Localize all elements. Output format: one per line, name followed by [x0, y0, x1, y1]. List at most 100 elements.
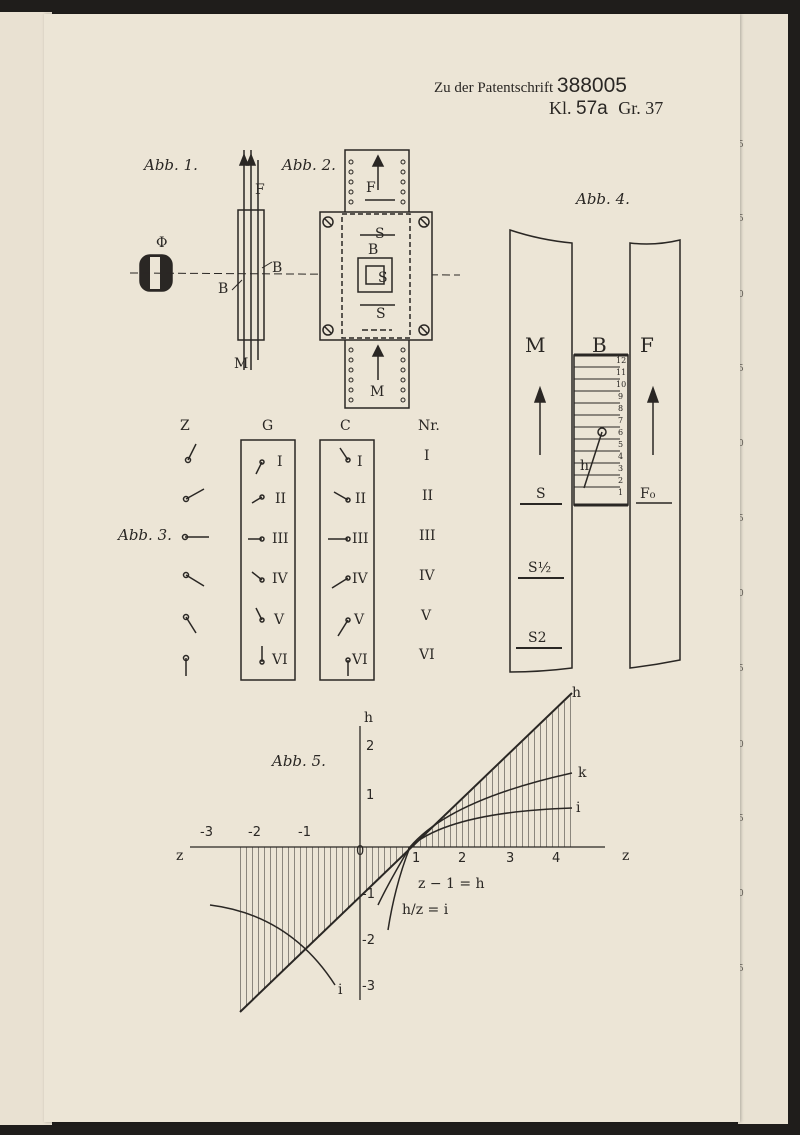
curve-i-positive [387, 807, 573, 931]
class-prefix: Kl. [549, 98, 572, 118]
figure-abb3-c-column [319, 439, 375, 681]
curve-i-negative [209, 904, 336, 986]
column-header: Nr. [418, 418, 440, 434]
label-h: h [580, 458, 589, 474]
x-tick: 0 [356, 844, 364, 859]
curve-label-i: i [576, 800, 581, 816]
y-tick-labels: 2 1 -1 -2 -3 [362, 739, 375, 994]
y-tick: 2 [366, 739, 374, 754]
margin-number: 0 [738, 740, 744, 750]
margin-number: 5 [738, 964, 744, 974]
label-f: F [366, 180, 376, 196]
y-tick: -2 [362, 933, 375, 948]
roman-numeral: II [355, 491, 366, 507]
y-tick: 1 [366, 788, 374, 803]
figure-abb5-graph [190, 692, 605, 1013]
label-f0: F₀ [640, 486, 656, 502]
roman-numeral: I [424, 448, 430, 464]
margin-number: 0 [738, 889, 744, 899]
roman-numerals-g: I II III IV V VI [271, 454, 289, 668]
x-tick: -3 [200, 825, 213, 840]
curve-label-h: h [572, 685, 581, 701]
film-strip-m [509, 228, 573, 673]
roman-numeral: II [422, 488, 433, 504]
film-strip-f [629, 239, 681, 669]
caption-abb3: Abb. 3. [118, 526, 172, 544]
figure-abb4 [509, 228, 681, 673]
roman-numeral: IV [419, 568, 436, 584]
caption-abb5: Abb. 5. [272, 752, 326, 770]
scale-number: 3 [618, 464, 623, 473]
margin-number: 5 [738, 664, 744, 674]
film-gate-plate [319, 211, 433, 341]
scale-number: 4 [618, 452, 623, 461]
scale-numbers: 12 11 10 9 8 7 6 5 4 3 2 1 [616, 356, 626, 497]
margin-number: 5 [738, 514, 744, 524]
roman-numeral: V [273, 612, 285, 628]
label-b: B [592, 333, 607, 357]
margin-number: 5 [738, 214, 744, 224]
roman-numerals-c: I II III IV V VI [351, 454, 369, 668]
x-tick: 1 [412, 851, 420, 866]
margin-number: 0 [738, 589, 744, 599]
patent-header-line1: Zu der Patentschrift 388005 [434, 74, 627, 98]
drawings: Φ F B B M [129, 149, 681, 1013]
header-prefix: Zu der Patentschrift [434, 80, 554, 96]
roman-numeral: I [357, 454, 363, 470]
equation-i: h/z = i [402, 902, 449, 918]
label-b: B [218, 281, 228, 297]
x-tick-labels: -3 -2 -1 0 1 2 3 4 [200, 825, 560, 866]
label-s-half: S½ [528, 560, 551, 576]
equation-h: z − 1 = h [418, 876, 485, 892]
label-b: B [368, 242, 378, 258]
column-header: C [340, 418, 351, 434]
x-tick: 3 [506, 851, 514, 866]
scale-number: 10 [616, 380, 626, 389]
label-s: S [376, 306, 386, 322]
roman-numeral: VI [271, 652, 288, 668]
label-s2: S2 [528, 630, 547, 646]
margin-number: 5 [738, 814, 744, 824]
figure-abb3-g-column [240, 439, 296, 681]
x-tick: 2 [458, 851, 466, 866]
label-s: S [375, 226, 385, 242]
y-tick: -3 [362, 979, 375, 994]
patent-group: Gr. 37 [618, 98, 664, 118]
roman-numeral: IV [352, 571, 369, 587]
scale-number: 6 [618, 428, 623, 437]
roman-numeral: III [419, 528, 436, 544]
x-axis-label: z [622, 848, 629, 864]
x-tick: -2 [248, 825, 261, 840]
caption-abb2: Abb. 2. [282, 156, 336, 174]
scale-number: 8 [618, 404, 623, 413]
gate-window [357, 257, 393, 293]
x-axis-label: z [176, 848, 183, 864]
x-tick: -1 [298, 825, 311, 840]
roman-numeral: III [272, 531, 289, 547]
curve-label-k: k [578, 765, 587, 781]
scale-number: 12 [616, 356, 626, 365]
next-page-edge: 5 5 0 5 0 5 0 5 0 5 0 5 [738, 14, 788, 1124]
scale-number: 1 [618, 488, 623, 497]
scale-number: 7 [618, 416, 623, 425]
margin-number: 0 [738, 290, 744, 300]
roman-numeral: V [420, 608, 432, 624]
roman-numeral: II [275, 491, 286, 507]
label-f: F [640, 333, 654, 357]
roman-numeral: I [277, 454, 283, 470]
column-header: G [262, 418, 273, 434]
curve-k [377, 772, 573, 906]
label-s: S [536, 486, 546, 502]
label-s: S [378, 270, 388, 286]
label-f: F [255, 182, 265, 198]
scale-number: 2 [618, 476, 623, 485]
label-phi: Φ [156, 235, 167, 251]
label-b: B [272, 260, 282, 276]
patent-header-line2: Kl. 57a Gr. 37 [549, 98, 663, 120]
scale-number: 9 [618, 392, 623, 401]
curve-label-i: i [338, 982, 343, 998]
margin-number: 5 [738, 140, 744, 150]
roman-numeral: IV [272, 571, 289, 587]
figure-abb1 [129, 150, 461, 370]
column-header: Z [180, 418, 190, 434]
